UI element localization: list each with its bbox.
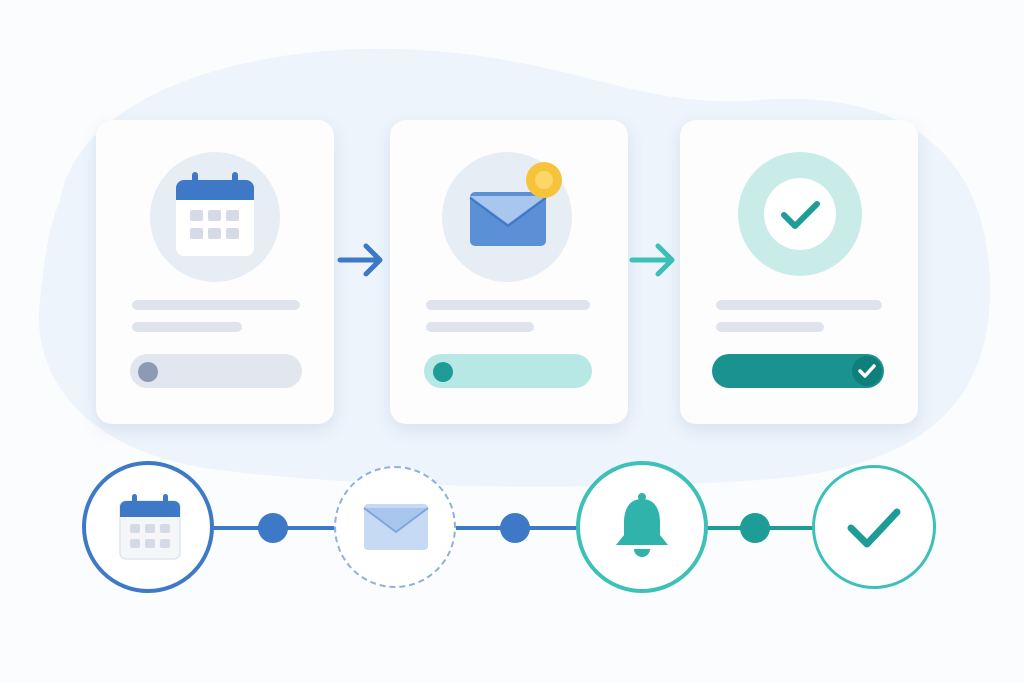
confirmation-toggle[interactable] — [712, 354, 884, 388]
calendar-icon — [176, 172, 254, 256]
subtitle-placeholder — [716, 322, 824, 332]
arrow-right-icon — [629, 243, 675, 277]
title-placeholder — [716, 300, 882, 310]
schedule-card[interactable] — [96, 120, 334, 424]
subtitle-placeholder — [132, 322, 242, 332]
message-toggle[interactable] — [424, 354, 592, 388]
calendar-icon — [119, 494, 181, 560]
calendar-icon-circle — [150, 152, 280, 282]
subtitle-placeholder — [426, 322, 534, 332]
timeline-node-dot — [740, 513, 770, 543]
check-icon-circle — [738, 152, 862, 276]
timeline-step-envelope[interactable] — [334, 466, 456, 588]
envelope-icon — [363, 504, 429, 550]
bell-icon — [616, 493, 668, 557]
timeline-step-calendar[interactable] — [82, 461, 214, 593]
timeline-step-complete[interactable] — [812, 465, 936, 589]
title-placeholder — [426, 300, 590, 310]
title-placeholder — [132, 300, 300, 310]
timeline-node-dot — [258, 513, 288, 543]
toggle-knob — [138, 362, 158, 382]
message-card[interactable] — [390, 120, 628, 424]
checkmark-icon — [847, 508, 901, 548]
schedule-toggle[interactable] — [130, 354, 302, 388]
notification-badge-icon — [526, 162, 562, 198]
toggle-knob — [433, 362, 453, 382]
envelope-icon — [469, 192, 547, 246]
timeline-node-dot — [500, 513, 530, 543]
checkmark-icon — [764, 178, 836, 250]
timeline-step-bell[interactable] — [576, 461, 708, 593]
toggle-check-icon — [852, 356, 882, 386]
confirmation-card[interactable] — [680, 120, 918, 424]
arrow-right-icon — [337, 243, 383, 277]
